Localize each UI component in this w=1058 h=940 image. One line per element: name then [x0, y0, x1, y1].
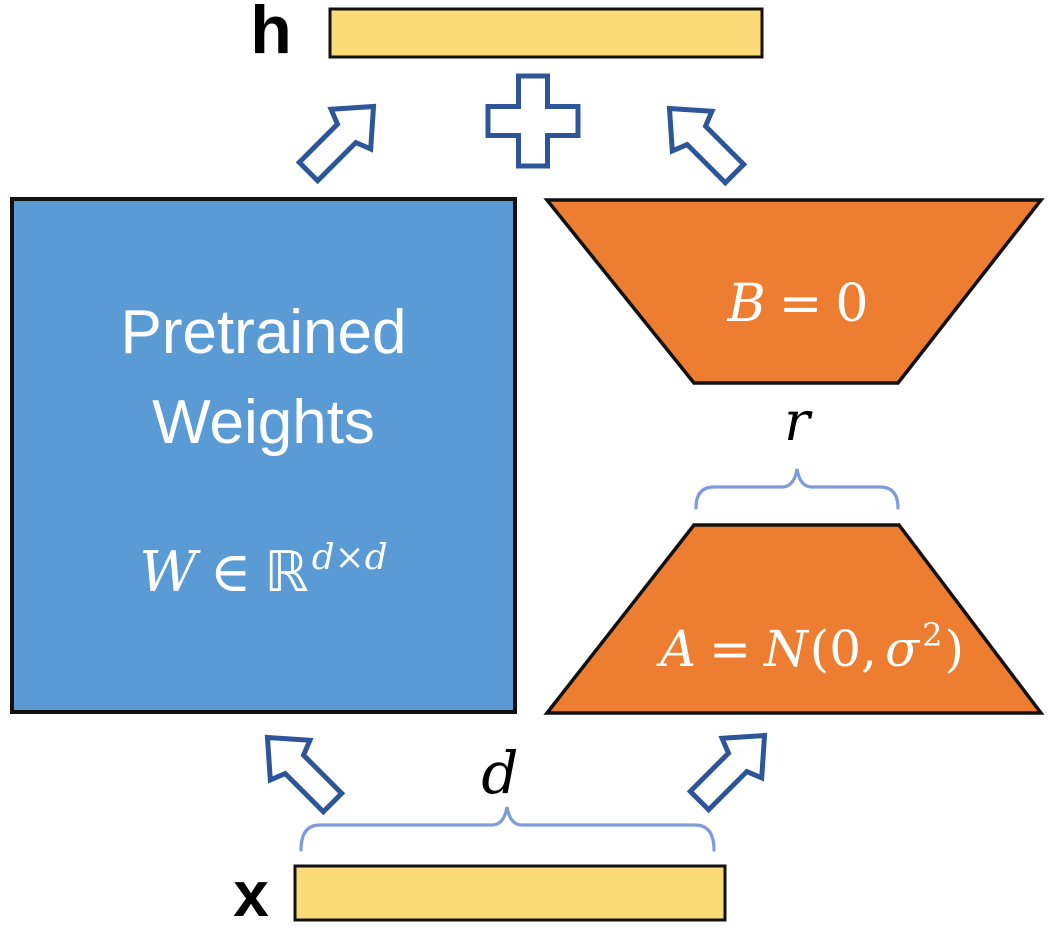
- arrow-input-to-pretrained-icon: [264, 734, 346, 816]
- b-formula: B=0: [593, 278, 1003, 330]
- a-formula-var: A: [660, 620, 697, 678]
- a-formula-args-open: (0,: [809, 620, 877, 678]
- b-formula-value: 0: [835, 274, 869, 334]
- rank-dimension-brace: [694, 468, 900, 510]
- w-formula-superscript: d×d: [311, 536, 388, 578]
- pretrained-weights-title: Pretrained Weights: [120, 298, 407, 457]
- sigma-exponent: 2: [922, 616, 943, 655]
- input-dim-label: d: [481, 739, 519, 807]
- b-formula-equals: =: [778, 274, 823, 334]
- input-vector-rect: [293, 864, 727, 922]
- pretrained-weights-square: [10, 197, 517, 714]
- sigma-symbol: σ: [884, 620, 920, 678]
- a-formula: A=N(0,σ2): [562, 619, 1058, 674]
- input-vector-label: x: [233, 858, 269, 930]
- w-formula-var: W: [139, 540, 197, 605]
- rank-dim-label: r: [784, 390, 810, 453]
- normal-distribution-symbol: N: [764, 620, 808, 678]
- real-numbers-symbol: ℝ: [264, 540, 309, 605]
- matrix-b-trapezoid: [543, 198, 1045, 385]
- output-vector-rect: [328, 7, 764, 59]
- arrow-input-to-a-icon: [686, 732, 768, 814]
- arrow-b-to-output-icon: [666, 105, 748, 187]
- arrow-pretrained-to-output-icon: [295, 103, 377, 185]
- b-formula-var: B: [727, 274, 766, 334]
- output-vector-label: h: [250, 0, 292, 68]
- a-formula-args-close: ): [944, 620, 964, 678]
- w-formula: W∈ℝd×d: [12, 539, 515, 601]
- a-formula-equals: =: [709, 620, 752, 678]
- plus-icon: [485, 73, 581, 169]
- element-of-symbol: ∈: [209, 540, 252, 605]
- matrix-a-trapezoid: [543, 523, 1045, 715]
- input-dimension-brace: [299, 806, 716, 852]
